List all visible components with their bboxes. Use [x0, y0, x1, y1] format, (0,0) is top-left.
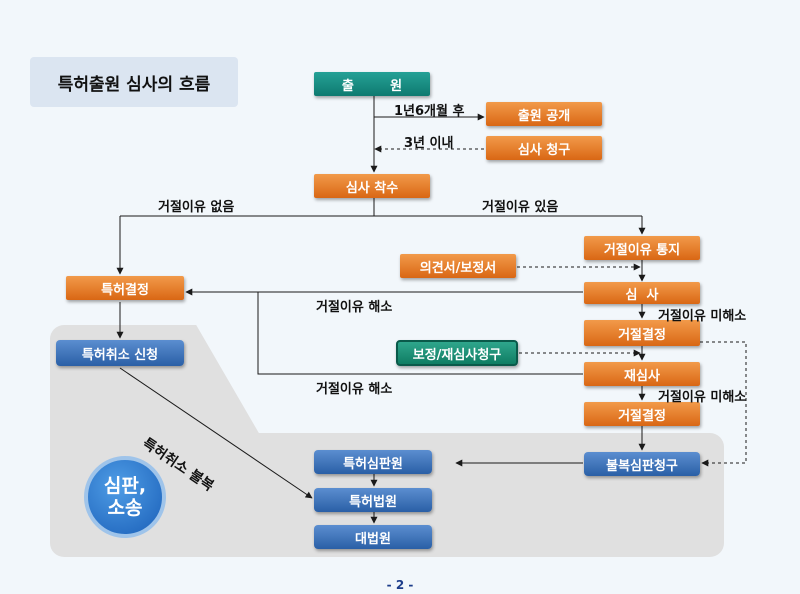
page-title: 특허출원 심사의 흐름	[30, 57, 238, 107]
node-rejection-notice: 거절이유 통지	[584, 236, 700, 260]
node-filing: 출 원	[314, 72, 430, 96]
label-resolved-2: 거절이유 해소	[316, 382, 393, 397]
label-no-reason: 거절이유 없음	[158, 200, 235, 215]
node-exam-request: 심사 청구	[486, 136, 602, 160]
node-invalidation: 특허취소 신청	[56, 340, 184, 366]
trial-litigation-badge: 심판, 소송	[84, 456, 166, 538]
node-patent-court: 특허법원	[314, 488, 432, 512]
node-rejection-decision-2: 거절결정	[584, 402, 700, 426]
label-unresolved-1: 거절이유 미해소	[658, 309, 747, 324]
page-number: - 2 -	[386, 578, 414, 592]
node-exam-start: 심사 착수	[314, 174, 430, 198]
node-reexamination: 재심사	[584, 362, 700, 386]
node-examination: 심 사	[584, 282, 700, 304]
node-opinion: 의견서/보정서	[400, 254, 516, 278]
node-publication: 출원 공개	[486, 102, 602, 126]
label-after-18m: 1년6개월 후	[394, 104, 465, 119]
node-amend-reexam: 보정/재심사청구	[396, 340, 518, 366]
node-supreme-court: 대법원	[314, 525, 432, 549]
label-has-reason: 거절이유 있음	[482, 200, 559, 215]
label-within-3y: 3년 이내	[404, 136, 454, 151]
label-unresolved-2: 거절이유 미해소	[658, 390, 747, 405]
label-resolved-1: 거절이유 해소	[316, 300, 393, 315]
node-trial-board: 특허심판원	[314, 450, 432, 474]
node-appeal-request: 불복심판청구	[584, 452, 700, 476]
node-registration: 특허결정	[66, 276, 184, 300]
node-rejection-decision-1: 거절결정	[584, 320, 700, 346]
